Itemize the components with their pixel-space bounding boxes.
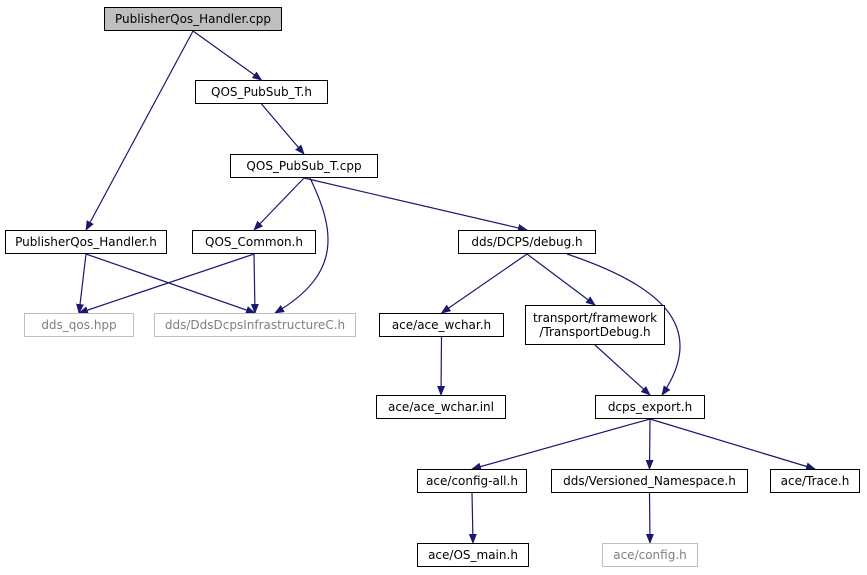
node-label: PublisherQos_Handler.cpp	[115, 12, 271, 26]
edge-qos_common_h-to-dds_infrastructure	[250, 253, 259, 314]
edge-qos_pubsub_t_h-to-qos_pubsub_t_cpp	[261, 103, 305, 155]
edge-publisherqos_handler_h-to-dds_qos_hpp	[76, 253, 87, 314]
node-label: dds/DCPS/debug.h	[471, 235, 583, 249]
node-publisherqos-handler-cpp[interactable]: PublisherQos_Handler.cpp	[104, 7, 282, 31]
edge-transport_debug-to-dcps_export_h	[594, 344, 651, 396]
edge-dcps_export_h-to-ace_config_all_h	[471, 418, 651, 471]
edge-ace_config_all_h-to-ace_os_main_h	[468, 492, 477, 544]
node-ace-wchar-inl[interactable]: ace/ace_wchar.inl	[376, 395, 506, 419]
edge-qos_common_h-to-dds_qos_hpp	[78, 253, 255, 314]
edge-publisherqos_handler_cpp-to-qos_pubsub_t_h	[192, 30, 263, 81]
node-qos-pubsub-t-cpp[interactable]: QOS_PubSub_T.cpp	[230, 154, 378, 178]
node-versioned-namespace-h[interactable]: dds/Versioned_Namespace.h	[551, 469, 748, 493]
node-label: dds/DdsDcpsInfrastructureC.h	[164, 318, 346, 332]
edge-publisherqos_handler_h-to-dds_infrastructure	[85, 253, 256, 314]
node-ace-trace-h[interactable]: ace/Trace.h	[770, 469, 860, 493]
edge-ace_wchar_h-to-ace_wchar_inl	[437, 336, 446, 396]
node-dds-qos-hpp: dds_qos.hpp	[24, 313, 134, 337]
node-label: QOS_PubSub_T.h	[211, 85, 312, 99]
node-label: dds/Versioned_Namespace.h	[563, 474, 736, 488]
node-qos-pubsub-t-h[interactable]: QOS_PubSub_T.h	[195, 80, 328, 104]
edge-qos_pubsub_t_cpp-to-dcps_debug_h	[303, 177, 528, 232]
node-label: dds_qos.hpp	[41, 318, 117, 332]
node-label: ace/ace_wchar.inl	[387, 400, 494, 414]
edge-qos_pubsub_t_cpp-to-dds_infrastructure	[274, 177, 329, 314]
edge-dcps_debug_h-to-ace_wchar_h	[440, 253, 528, 314]
node-dcps-debug-h[interactable]: dds/DCPS/debug.h	[458, 230, 596, 254]
node-ace-config-h: ace/config.h	[602, 543, 698, 567]
node-ace-config-all-h[interactable]: ace/config-all.h	[417, 469, 527, 493]
node-dds-dcps-infrastructure-c-h: dds/DdsDcpsInfrastructureC.h	[154, 313, 356, 337]
edge-qos_pubsub_t_cpp-to-qos_common_h	[253, 177, 305, 231]
edge-dcps_export_h-to-ace_trace_h	[649, 418, 816, 471]
node-label: QOS_Common.h	[205, 235, 303, 249]
edge-publisherqos_handler_cpp-to-publisherqos_handler_h	[85, 30, 194, 231]
node-label: ace/Trace.h	[780, 474, 850, 488]
edge-dcps_debug_h-to-dcps_export_h	[566, 253, 681, 396]
node-transport-debug-h[interactable]: transport/framework /TransportDebug.h	[525, 305, 665, 345]
edge-dcps_debug_h-to-transport_debug	[526, 253, 596, 306]
node-publisherqos-handler-h[interactable]: PublisherQos_Handler.h	[5, 230, 167, 254]
edge-dcps_export_h-to-versioned_namespace_h	[645, 418, 654, 470]
node-label: ace/OS_main.h	[428, 548, 518, 562]
node-label: ace/config-all.h	[426, 474, 518, 488]
node-label: dcps_export.h	[607, 400, 693, 414]
node-label: PublisherQos_Handler.h	[15, 235, 157, 249]
node-label-line2: /TransportDebug.h	[539, 325, 651, 339]
node-label: ace/ace_wchar.h	[391, 318, 492, 332]
node-label: ace/config.h	[613, 548, 687, 562]
node-label-line1: transport/framework	[532, 311, 658, 325]
node-dcps-export-h[interactable]: dcps_export.h	[595, 395, 705, 419]
node-ace-os-main-h[interactable]: ace/OS_main.h	[417, 543, 529, 567]
node-ace-wchar-h[interactable]: ace/ace_wchar.h	[379, 313, 504, 337]
edge-versioned_namespace_h-to-ace_config_h	[645, 492, 654, 544]
node-label: QOS_PubSub_T.cpp	[246, 159, 362, 173]
node-qos-common-h[interactable]: QOS_Common.h	[192, 230, 316, 254]
